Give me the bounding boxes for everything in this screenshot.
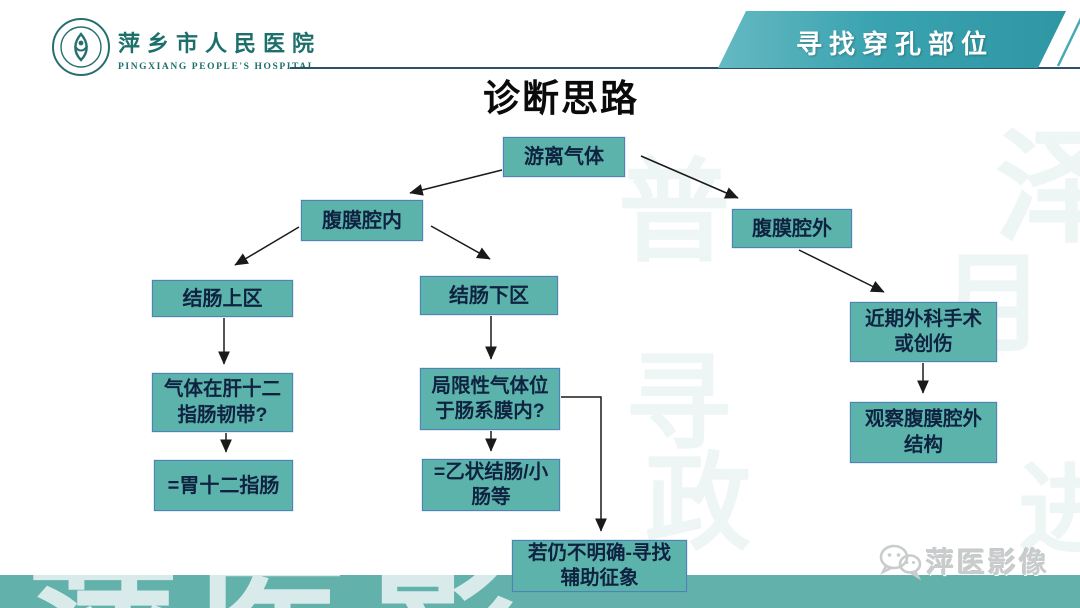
hospital-name-english: PINGXIANG PEOPLE'S HOSPITAL: [118, 62, 316, 72]
flow-node-hepatoduodenal-ligament: 气体在肝十二 指肠韧带?: [152, 373, 293, 432]
arrow-mesentery-elbow-to-unclear: [561, 396, 607, 532]
wechat-bubbles-icon: [879, 544, 922, 581]
flow-node-gastroduodenal: =胃十二指肠: [154, 460, 293, 511]
flow-node-infracolic-region: 结肠下区: [420, 276, 558, 315]
hospital-brand: 萍乡市人民医院 PINGXIANG PEOPLE'S HOSPITAL: [118, 26, 321, 72]
footer-brand-label: 萍医影像: [926, 548, 1051, 579]
page-title: 诊断思路: [483, 78, 639, 119]
arrow-freegas-to-extraperitoneal: [640, 155, 739, 199]
section-banner-shape: [718, 11, 1080, 68]
flow-node-free-gas: 游离气体: [503, 137, 625, 177]
flow-node-recent-surgery-trauma: 近期外科手术 或创伤: [850, 302, 997, 362]
footer-brand: 萍医影像: [874, 540, 1050, 582]
arrow-intraperitoneal-to-supracolic: [234, 226, 300, 266]
flow-node-sigmoid-small-bowel: =乙状结肠/小 肠等: [422, 459, 560, 511]
flow-node-observe-extraperitoneal: 观察腹膜腔外 结构: [850, 402, 997, 463]
flow-node-mesentery-gas: 局限性气体位 于肠系膜内?: [420, 368, 560, 430]
flow-node-supracolic-region: 结肠上区: [152, 280, 293, 317]
flow-node-extraperitoneal: 腹膜腔外: [732, 209, 852, 248]
hospital-name: 萍乡市人民医院: [118, 31, 322, 56]
arrow-intraperitoneal-to-infracolic: [430, 225, 491, 260]
header-divider-line: [290, 67, 1080, 69]
flow-node-intraperitoneal: 腹膜腔内: [301, 200, 423, 241]
hospital-emblem-icon: [52, 18, 110, 76]
arrow-freegas-to-intraperitoneal: [409, 169, 503, 196]
flow-node-unclear-auxiliary-signs: 若仍不明确-寻找 辅助征象: [512, 540, 687, 592]
section-banner-title: 寻找穿孔部位: [795, 29, 994, 59]
arrow-extraperitoneal-to-surgery: [798, 249, 885, 293]
